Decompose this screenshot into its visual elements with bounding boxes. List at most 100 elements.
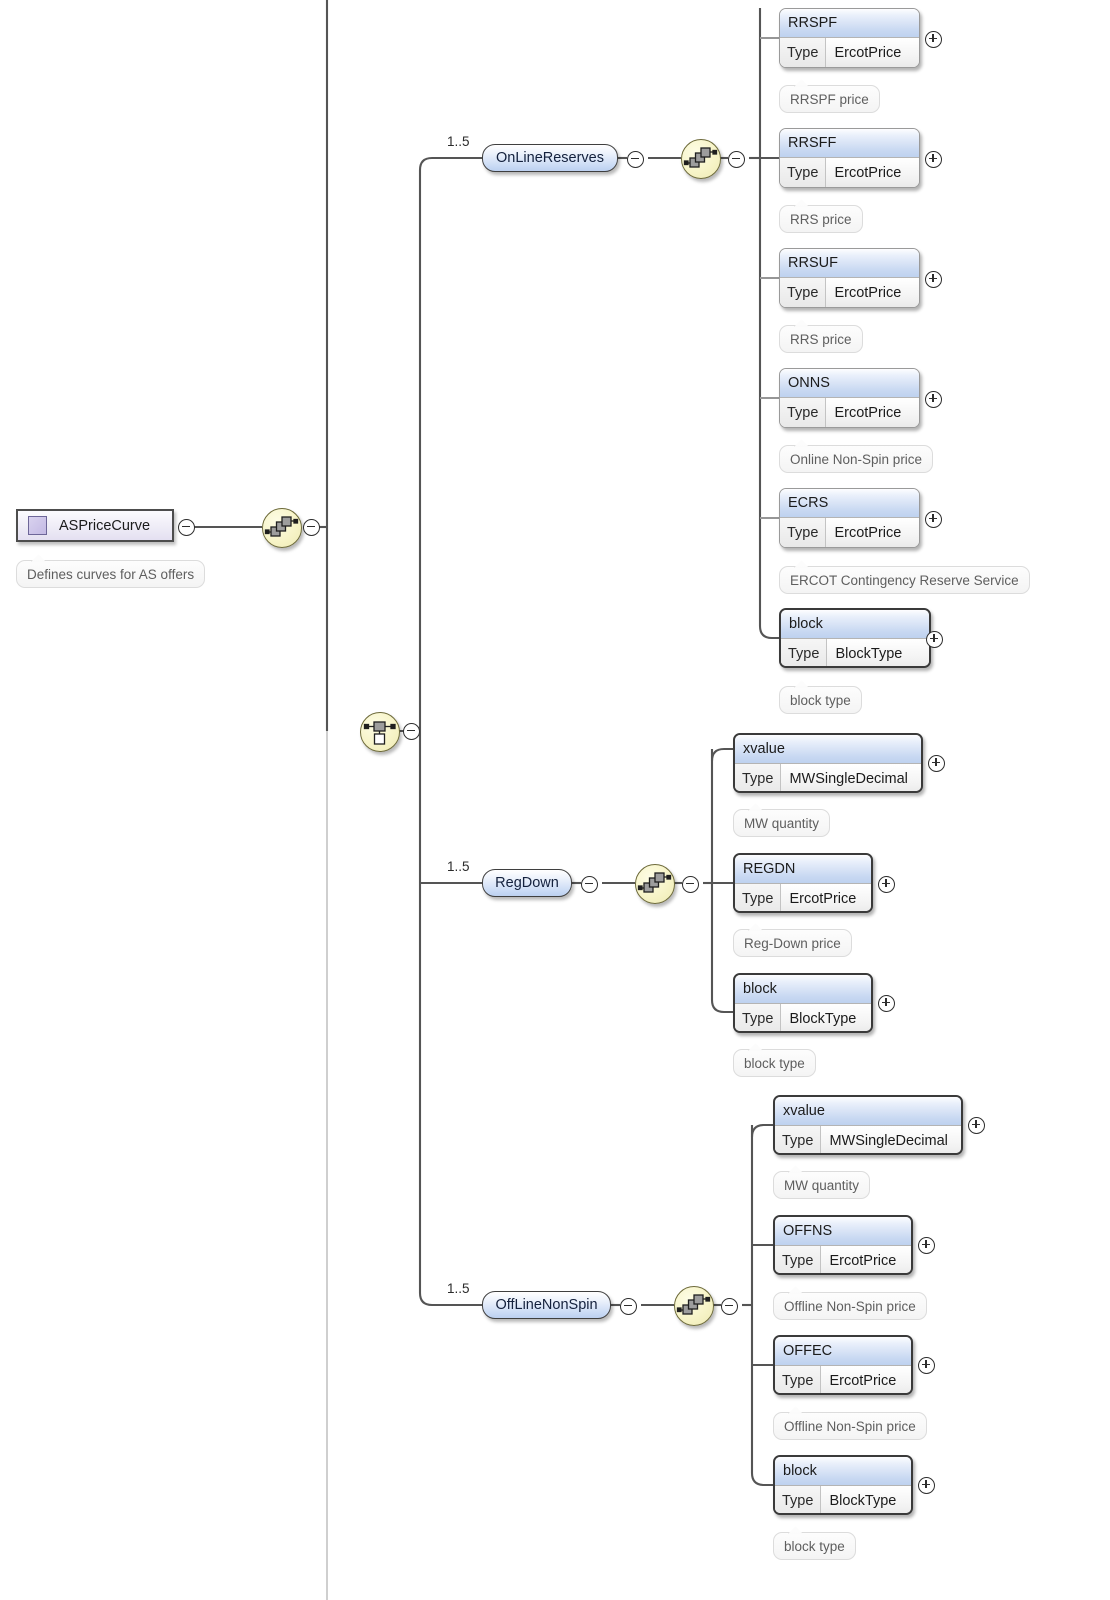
annotation-tail-icon [788,1286,803,1294]
branch-label: RegDown [495,875,559,891]
type-label: Type [735,764,782,791]
type-value: MWSingleDecimal [829,1133,948,1149]
element-name: OFFEC [775,1337,911,1366]
toggle-expand-regdn[interactable] [878,876,895,893]
annotation-tail-icon [31,554,46,562]
compositor-sequence-regdown[interactable] [635,864,675,904]
annotation-text: block type [784,1538,845,1554]
annotation-rrsuf: RRS price [779,319,863,353]
toggle-sequence-onlinereserves[interactable] [728,151,745,168]
type-label: Type [735,884,782,911]
toggle-expand-onns[interactable] [925,391,942,408]
toggle-onlinereserves[interactable] [627,151,644,168]
annotation-text: RRSPF price [790,91,869,107]
toggle-expand-rrsuf[interactable] [925,271,942,288]
element-name: RRSPF [780,9,919,38]
sequence-icon [637,872,672,893]
root-element-aspricecurve[interactable]: ASPriceCurve [16,509,174,542]
annotation-xvalue-offlinenonspin: MW quantity [773,1165,871,1199]
branch-offlinenonspin[interactable]: OffLineNonSpin [482,1291,611,1319]
annotation-text: RRS price [790,211,852,227]
toggle-expand-block-regdown[interactable] [878,995,895,1012]
cardinality-offlinenonspin: 1..5 [447,1281,470,1296]
toggle-expand-ecrs[interactable] [925,511,942,528]
toggle-expand-xvalue-offlinenonspin[interactable] [968,1117,985,1134]
type-value: ErcotPrice [789,891,857,907]
element-offns[interactable]: OFFNS Type ErcotPrice [773,1215,913,1275]
element-name: xvalue [775,1097,961,1126]
type-label: Type [735,1004,782,1031]
type-label: Type [781,639,828,666]
toggle-choice[interactable] [403,723,420,740]
toggle-sequence-offlinenonspin[interactable] [721,1298,738,1315]
toggle-root-collapse[interactable] [178,519,195,536]
annotation-text: Defines curves for AS offers [27,566,195,582]
annotation-text: Reg-Down price [744,935,841,951]
element-name: ECRS [780,489,919,518]
toggle-sequence-regdown[interactable] [682,876,699,893]
toggle-expand-block-offlinenonspin[interactable] [918,1477,935,1494]
element-name: OFFNS [775,1217,911,1246]
annotation-text: RRS price [790,331,852,347]
annotation-tail-icon [794,439,809,447]
type-value: ErcotPrice [829,1253,897,1269]
annotation-text: MW quantity [784,1177,860,1193]
annotation-regdn: Reg-Down price [733,923,852,957]
toggle-expand-offec[interactable] [918,1357,935,1374]
annotation-xvalue-regdown: MW quantity [733,803,831,837]
sequence-icon [264,516,299,537]
element-block-onlinereserves[interactable]: block Type BlockType [779,608,931,668]
toggle-expand-block-onlinereserves[interactable] [926,631,943,648]
annotation-text: ERCOT Contingency Reserve Service [790,572,1019,588]
element-square-icon [28,516,47,535]
toggle-expand-offns[interactable] [918,1237,935,1254]
branch-onlinereserves[interactable]: OnLineReserves [482,144,618,172]
compositor-sequence-root[interactable] [262,508,302,548]
toggle-regdown[interactable] [581,876,598,893]
annotation-block-offlinenonspin: block type [773,1526,856,1560]
annotation-text: Offline Non-Spin price [784,1298,916,1314]
type-value: ErcotPrice [834,285,902,301]
element-name: block [775,1457,911,1486]
annotation-block-onlinereserves: block type [779,680,862,714]
type-value: MWSingleDecimal [789,771,908,787]
type-label: Type [780,38,827,67]
toggle-sequence-root[interactable] [303,519,320,536]
type-value: BlockType [829,1493,897,1509]
annotation-offec: Offline Non-Spin price [773,1406,927,1440]
type-label: Type [780,398,827,427]
annotation-tail-icon [748,1043,763,1051]
type-label: Type [775,1246,822,1273]
toggle-offlinenonspin[interactable] [620,1298,637,1315]
annotation-tail-icon [794,680,809,688]
annotation-tail-icon [748,923,763,931]
element-name: block [781,610,929,639]
type-value: BlockType [789,1011,857,1027]
type-value: BlockType [835,646,903,662]
toggle-expand-xvalue-regdown[interactable] [928,755,945,772]
compositor-sequence-offlinenonspin[interactable] [674,1286,714,1326]
annotation-rrsff: RRS price [779,199,863,233]
compositor-choice[interactable] [360,712,400,752]
toggle-expand-rrsff[interactable] [925,151,942,168]
annotation-text: Offline Non-Spin price [784,1418,916,1434]
annotation-tail-icon [788,1526,803,1534]
branch-regdown[interactable]: RegDown [482,869,572,897]
type-label: Type [780,278,827,307]
annotation-tail-icon [794,199,809,207]
toggle-expand-rrspf[interactable] [925,31,942,48]
annotation-text: block type [744,1055,805,1071]
compositor-sequence-onlinereserves[interactable] [681,139,721,179]
